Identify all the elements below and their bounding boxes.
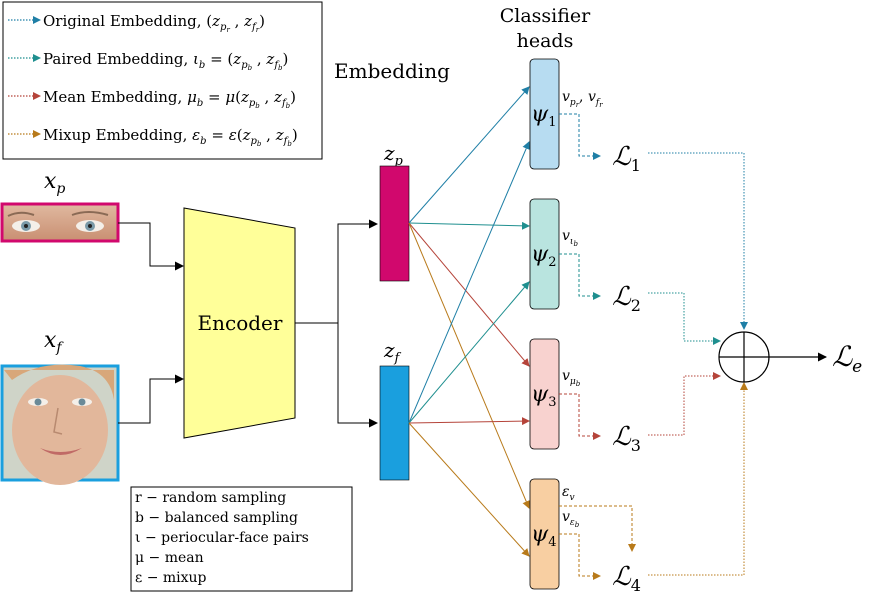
notation-box: r − random sampling b − balanced samplin… <box>130 486 353 592</box>
loss-1-label: ℒ1 <box>612 142 641 175</box>
classifier-title-line1: Classifier <box>500 5 591 27</box>
loss-1-to-sum-arrow <box>648 152 748 330</box>
head-3-label: ψ3 <box>531 382 557 410</box>
head-4-mixup-arrow <box>559 505 636 552</box>
zp-label: zp <box>383 141 404 169</box>
legend-box: Original Embedding, (zpr , zfr) Paired E… <box>2 1 323 160</box>
periocular-image <box>0 202 120 243</box>
zp-to-head1-arrow <box>408 86 530 224</box>
head-3-output-label: vμb <box>562 368 581 388</box>
head-3-to-loss-arrow <box>559 393 601 440</box>
legend-item-mean: Mean Embedding, μb = μ(zpb , zfb) <box>8 88 296 110</box>
loss-2-label: ℒ2 <box>612 282 641 315</box>
notation-line-2: b − balanced sampling <box>135 510 298 526</box>
zp-embedding-bar <box>379 165 410 282</box>
embedding-to-head-arrows <box>408 86 530 557</box>
loss-2-to-sum-arrow <box>648 292 721 345</box>
legend-item-mixup: Mixup Embedding, εb = ε(zpb , zfb) <box>8 126 298 148</box>
head-2-to-loss-arrow <box>559 253 601 300</box>
legend-label-paired: Paired Embedding, ιb = (zpb , zfb) <box>43 50 288 72</box>
head-2: ψ2 <box>529 198 560 310</box>
loss-4-label: ℒ4 <box>612 562 641 594</box>
zf-to-head3-arrow <box>408 417 530 426</box>
notation-line-5: ε − mixup <box>135 570 207 586</box>
zf-embedding-bar <box>379 365 410 481</box>
encoder-to-zp-arrow <box>295 219 378 324</box>
head-4-output-label: vεb <box>562 509 580 529</box>
encoder-label: Encoder <box>198 311 283 335</box>
face-to-encoder-arrow <box>118 374 184 424</box>
zp-to-head2-arrow <box>408 221 530 230</box>
periocular-input-label: xp <box>44 169 65 197</box>
sum-node <box>718 331 770 383</box>
head-1-to-loss-arrow <box>559 113 601 160</box>
classifier-title-line2: heads <box>517 30 574 52</box>
zf-to-head1-arrow <box>408 141 530 424</box>
head-4: ψ4 <box>529 478 560 590</box>
face-input-label: xf <box>44 328 64 356</box>
zf-label: zf <box>383 338 402 366</box>
head-2-output-label: vιb <box>562 228 578 248</box>
legend-label-original: Original Embedding, (zpr , zfr) <box>43 12 265 34</box>
head-1: ψ1 <box>529 58 560 170</box>
notation-line-4: μ − mean <box>135 550 204 566</box>
loss-3-to-sum-arrow <box>648 372 721 436</box>
zf-to-head2-arrow <box>408 281 530 424</box>
face-image <box>0 364 120 485</box>
zf-to-head4-arrow <box>408 422 530 557</box>
notation-line-1: r − random sampling <box>135 490 286 506</box>
legend-item-paired: Paired Embedding, ιb = (zpb , zfb) <box>8 50 288 72</box>
encoder-to-zf-arrow <box>337 323 378 428</box>
final-loss-label: ℒe <box>832 340 862 377</box>
head-3: ψ3 <box>529 338 560 450</box>
notation-line-3: ι − periocular-face pairs <box>135 530 309 546</box>
loss-4-to-sum-arrow <box>648 382 748 576</box>
legend-label-mean: Mean Embedding, μb = μ(zpb , zfb) <box>43 88 296 110</box>
legend-item-original: Original Embedding, (zpr , zfr) <box>8 12 265 34</box>
zp-to-head3-arrow <box>408 222 530 367</box>
head-4-mixup-label: εv <box>562 484 575 503</box>
head-1-output-label: vpr, vfr <box>562 89 603 109</box>
zp-to-head4-arrow <box>408 222 530 509</box>
head-4-to-loss-arrow <box>559 533 601 580</box>
loss-3-label: ℒ3 <box>612 422 641 455</box>
embedding-title: Embedding <box>334 59 450 83</box>
encoder-block <box>183 207 296 439</box>
legend-label-mixup: Mixup Embedding, εb = ε(zpb , zfb) <box>43 126 298 148</box>
periocular-to-encoder-arrow <box>118 222 184 271</box>
